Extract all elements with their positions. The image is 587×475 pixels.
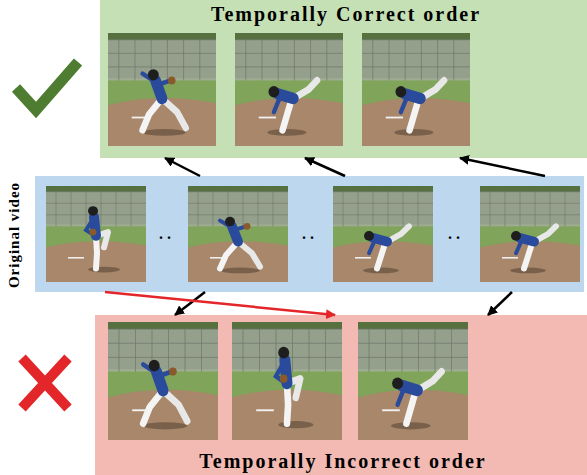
order-arrow	[305, 158, 345, 176]
video-frame	[235, 33, 343, 146]
panel-title: Temporally Correct order	[100, 2, 587, 26]
panel-title: Temporally Incorrect order	[95, 449, 587, 473]
order-arrow	[165, 158, 200, 176]
cross-mark	[22, 358, 68, 408]
order-arrow	[105, 292, 335, 315]
order-arrow	[488, 292, 512, 315]
incorrect-order-panel: Temporally Incorrect order	[95, 315, 587, 475]
video-frame	[188, 186, 288, 282]
order-arrow	[175, 292, 205, 315]
ellipsis-mark: ..	[448, 225, 464, 242]
video-frame	[108, 322, 218, 440]
video-frame	[333, 186, 433, 282]
correct-order-panel: Temporally Correct order	[100, 0, 587, 158]
video-frame	[232, 322, 342, 440]
video-frame	[480, 186, 580, 282]
check-mark	[16, 62, 78, 110]
ellipsis-mark: ..	[159, 225, 175, 242]
video-frame	[108, 33, 216, 146]
order-arrow	[460, 158, 545, 176]
side-label: Original video	[5, 182, 23, 288]
ellipsis-mark: ..	[302, 225, 318, 242]
video-frame	[362, 33, 470, 146]
video-frame	[358, 322, 468, 440]
video-frame	[46, 186, 146, 282]
